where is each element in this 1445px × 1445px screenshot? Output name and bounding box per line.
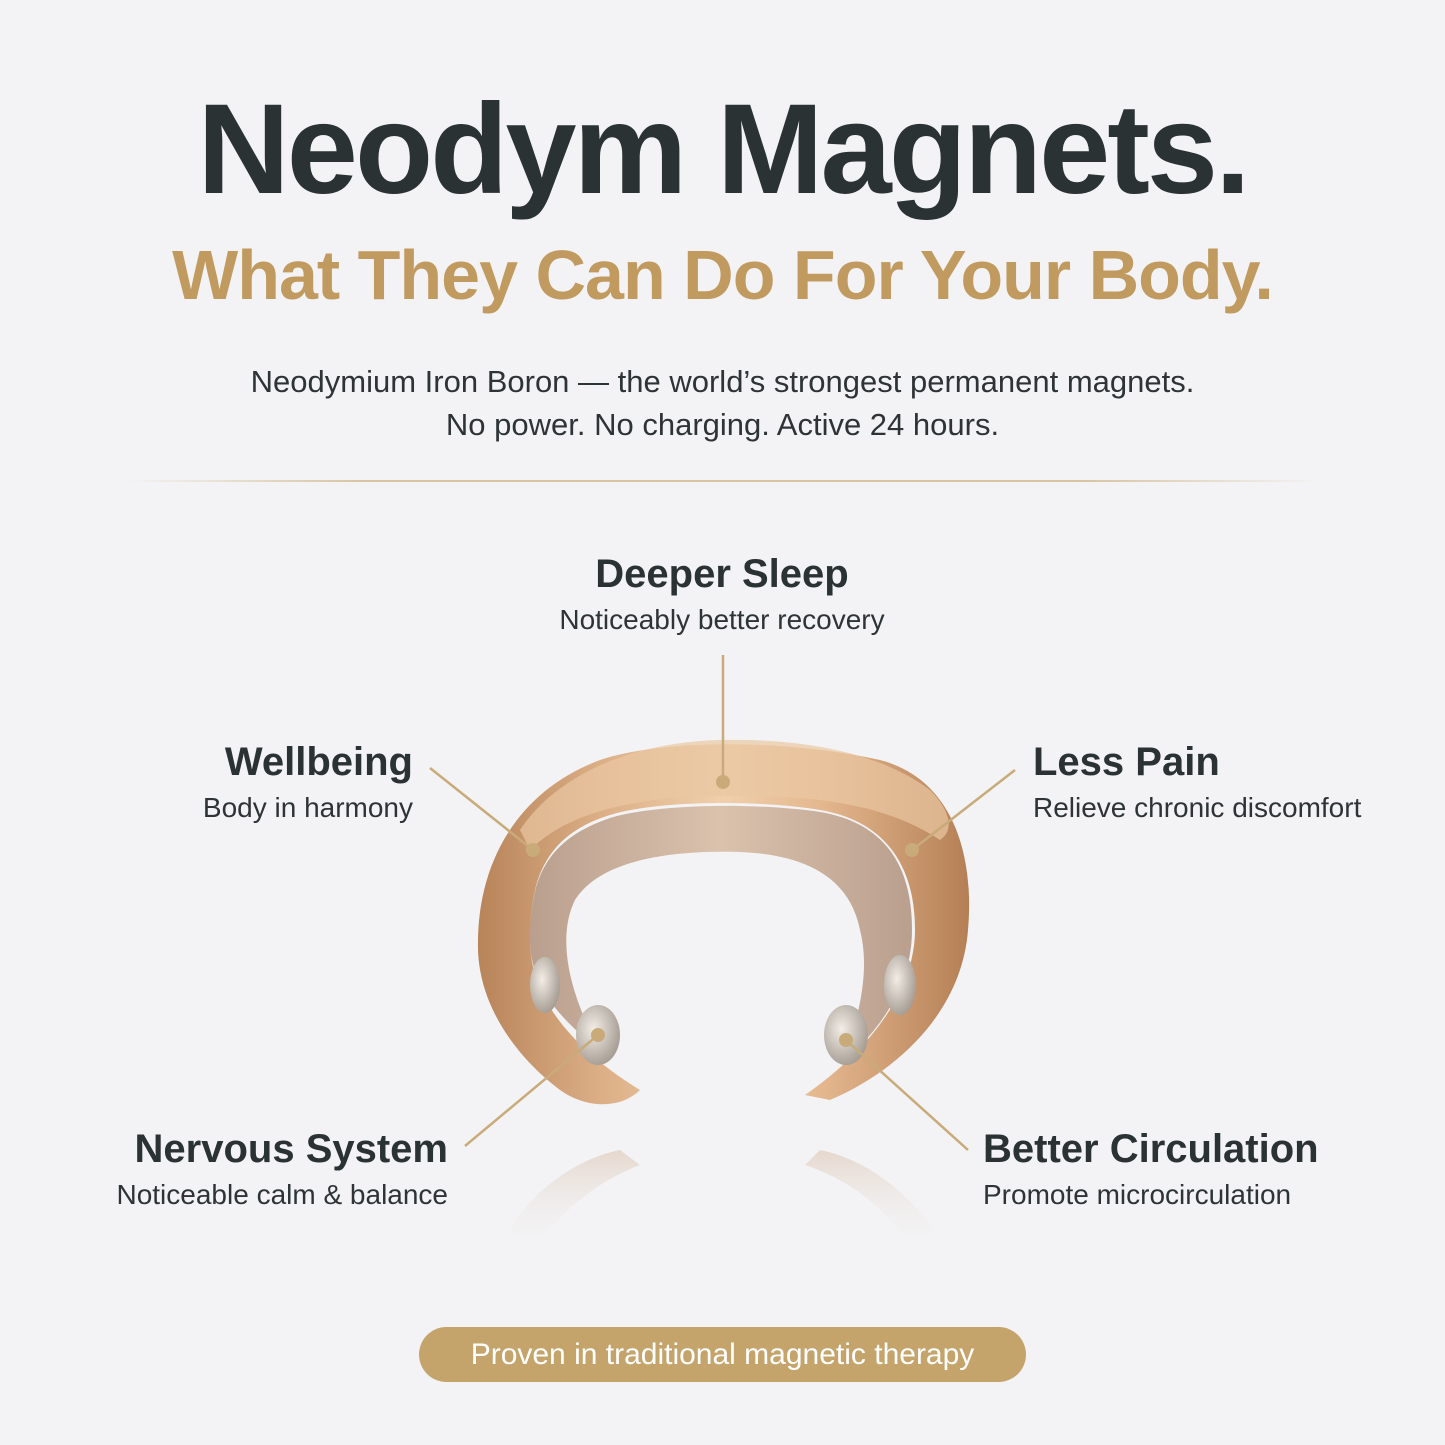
ring-band	[477, 744, 970, 1105]
section-divider	[125, 480, 1320, 482]
callout-dot-sleep	[716, 775, 730, 789]
benefit-description: Relieve chronic discomfort	[1033, 792, 1362, 823]
proven-badge: Proven in traditional magnetic therapy	[419, 1327, 1026, 1382]
benefit-description: Promote microcirculation	[983, 1179, 1292, 1210]
benefit-title: Nervous System	[134, 1127, 448, 1171]
benefit-nervous-system: Nervous System Noticeable calm & balance	[40, 1125, 448, 1213]
benefit-title: Wellbeing	[224, 740, 413, 784]
intro-line-1: Neodymium Iron Boron — the world’s stron…	[250, 364, 1195, 399]
benefit-deeper-sleep: Deeper Sleep Noticeably better recovery	[422, 550, 1022, 638]
benefit-description: Noticeably better recovery	[559, 604, 885, 635]
callout-line-pain	[911, 769, 1016, 851]
benefit-description: Body in harmony	[202, 792, 413, 823]
benefit-title: Less Pain	[1033, 740, 1220, 784]
callout-lines	[429, 655, 1016, 1151]
benefit-title: Deeper Sleep	[595, 552, 849, 596]
callout-dot-circulation	[839, 1033, 853, 1047]
callout-dot-pain	[905, 843, 919, 857]
ring-top-surface	[520, 739, 949, 850]
benefit-wellbeing: Wellbeing Body in harmony	[60, 738, 413, 826]
callout-line-wellbeing	[429, 767, 534, 851]
callout-line-nervous	[464, 1034, 599, 1147]
benefit-less-pain: Less Pain Relieve chronic discomfort	[1033, 738, 1433, 826]
callout-dot-nervous	[591, 1028, 605, 1042]
intro-text: Neodymium Iron Boron — the world’s stron…	[0, 360, 1445, 446]
ring-reflection	[500, 1150, 945, 1255]
ring-inner-wall	[530, 805, 912, 1060]
callout-dot-wellbeing	[526, 843, 540, 857]
callout-line-circulation	[845, 1039, 969, 1151]
benefit-title: Better Circulation	[983, 1127, 1319, 1171]
page-subtitle: What They Can Do For Your Body.	[172, 236, 1274, 314]
intro-line-2: No power. No charging. Active 24 hours.	[445, 407, 1000, 442]
benefit-better-circulation: Better Circulation Promote microcirculat…	[983, 1125, 1423, 1213]
magnet-left-1	[530, 957, 560, 1013]
benefit-description: Noticeable calm & balance	[116, 1179, 448, 1210]
page-title: Neodym Magnets.	[197, 78, 1250, 221]
magnet-right-1	[884, 955, 916, 1015]
